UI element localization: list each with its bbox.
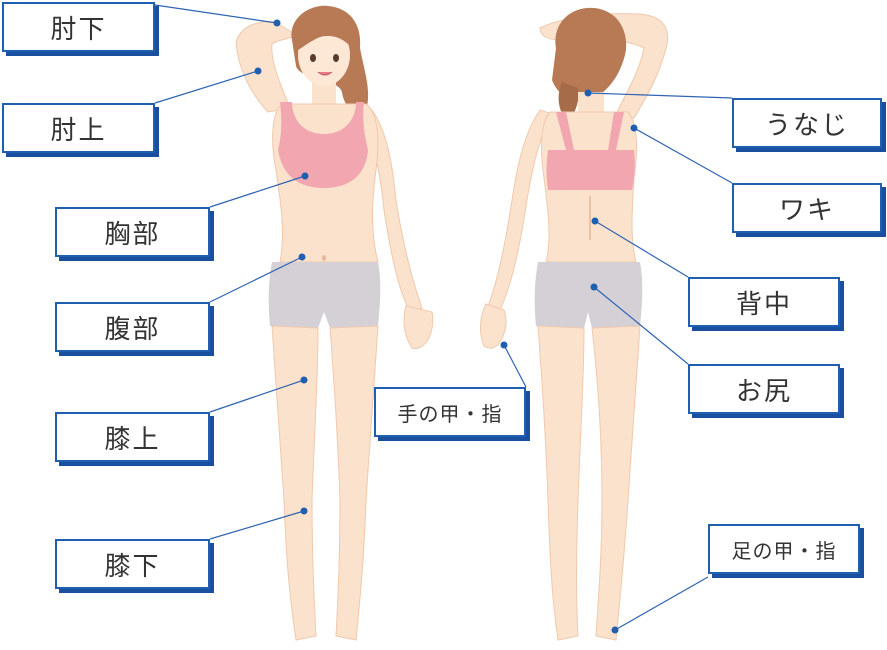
label-senaka: 背中: [688, 277, 840, 327]
label-kyobu: 胸部: [55, 207, 210, 257]
label-waki: ワキ: [732, 183, 882, 233]
back-figure: [479, 7, 669, 641]
label-ashi-no-kou: 足の甲・指: [708, 524, 860, 574]
label-te-no-kou: 手の甲・指: [374, 387, 526, 437]
connector-lines: [154, 4, 733, 634]
front-figure: [235, 5, 434, 641]
label-fukubu: 腹部: [55, 302, 210, 352]
label-hiza-ue: 膝上: [55, 412, 210, 462]
label-oshiri: お尻: [688, 364, 840, 414]
label-hiza-shita: 膝下: [55, 539, 210, 589]
label-unaji: うなじ: [732, 98, 882, 148]
label-hiji-shita: 肘下: [2, 2, 155, 52]
label-hiji-ue: 肘上: [2, 103, 155, 153]
